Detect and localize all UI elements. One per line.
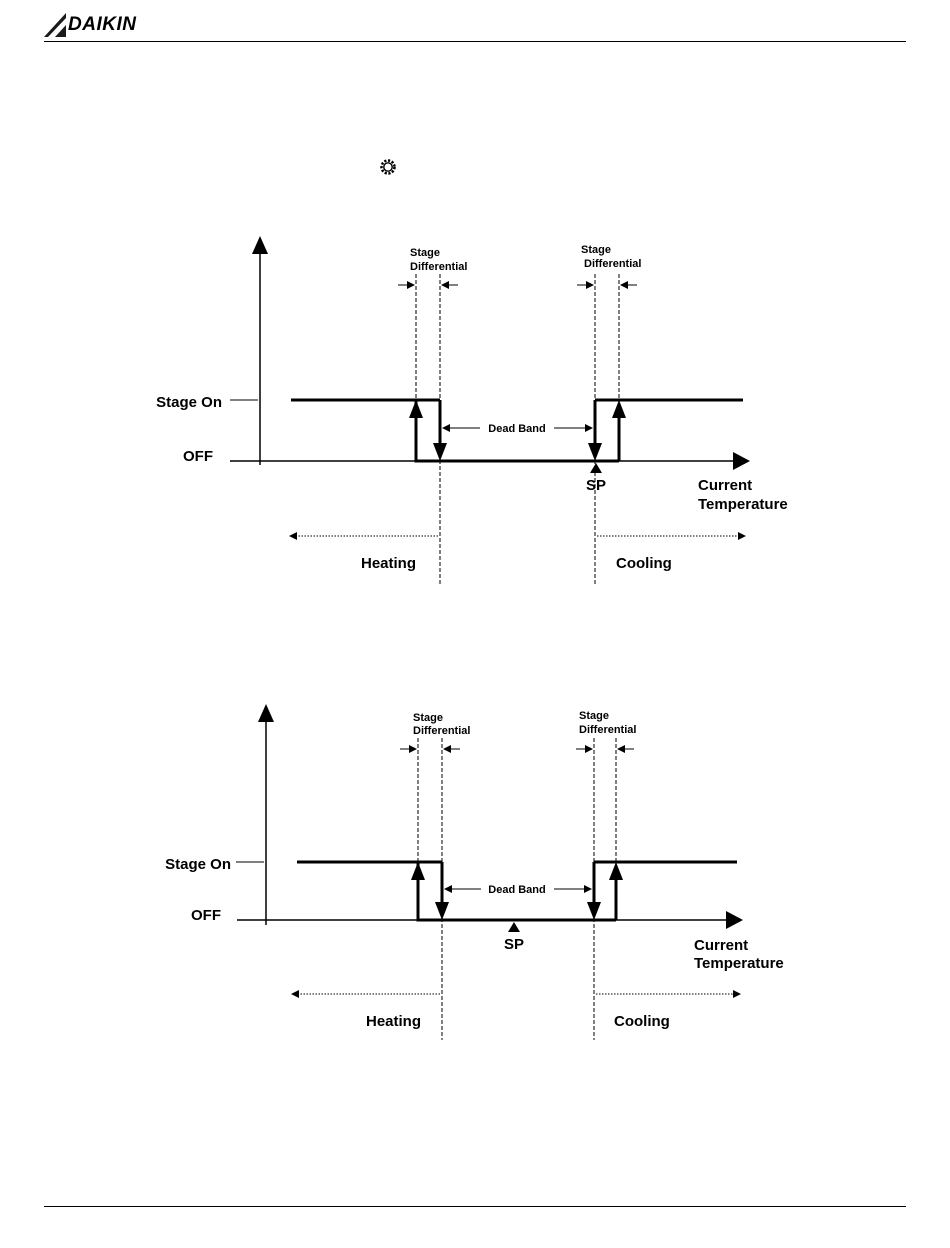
stage-diff-right-line2: Differential bbox=[579, 724, 636, 736]
x-axis-arrowhead bbox=[733, 452, 750, 470]
cooling-on-arrowhead bbox=[609, 862, 623, 880]
y-axis-arrowhead bbox=[258, 704, 274, 722]
dead-band-label: Dead Band bbox=[488, 423, 545, 435]
heating-label: Heating bbox=[366, 1013, 421, 1030]
heating-label: Heating bbox=[361, 555, 416, 572]
stage-diff-right-line1: Stage bbox=[579, 710, 609, 722]
y-axis-arrowhead bbox=[252, 236, 268, 254]
cooling-off-arrowhead bbox=[587, 902, 601, 920]
setpoint-label: SP bbox=[586, 477, 606, 494]
heating-on-arrowhead bbox=[409, 400, 423, 418]
x-axis-label-line1: Current bbox=[698, 477, 752, 494]
cooling-label: Cooling bbox=[616, 555, 672, 572]
off-label: OFF bbox=[183, 448, 213, 465]
setpoint-label: SP bbox=[504, 936, 524, 953]
heating-on-arrowhead bbox=[411, 862, 425, 880]
stage-on-label: Stage On bbox=[165, 856, 231, 873]
off-label: OFF bbox=[191, 907, 221, 924]
heating-off-arrowhead bbox=[435, 902, 449, 920]
x-axis-label-line2: Temperature bbox=[694, 955, 784, 972]
x-axis-label-line1: Current bbox=[694, 937, 748, 954]
stage-diff-left-line1: Stage bbox=[410, 247, 440, 259]
staging-diagram-1: Stage On OFF Stage Differential Stage Di… bbox=[0, 0, 950, 600]
cooling-label: Cooling bbox=[614, 1013, 670, 1030]
stage-diff-right-line1: Stage bbox=[581, 244, 611, 256]
setpoint-marker bbox=[590, 463, 602, 473]
dead-band-label: Dead Band bbox=[488, 884, 545, 896]
stage-diff-right-line2: Differential bbox=[584, 258, 641, 270]
x-axis-label-line2: Temperature bbox=[698, 496, 788, 513]
stage-diff-left-line2: Differential bbox=[413, 725, 470, 737]
setpoint-marker bbox=[508, 922, 520, 932]
x-axis-arrowhead bbox=[726, 911, 743, 929]
footer-rule bbox=[44, 1206, 906, 1207]
cooling-on-arrowhead bbox=[612, 400, 626, 418]
staging-diagram-2: Stage On OFF Stage Differential Stage Di… bbox=[0, 680, 950, 1060]
stage-on-label: Stage On bbox=[156, 394, 222, 411]
stage-diff-left-line2: Differential bbox=[410, 261, 467, 273]
stage-diff-left-line1: Stage bbox=[413, 712, 443, 724]
